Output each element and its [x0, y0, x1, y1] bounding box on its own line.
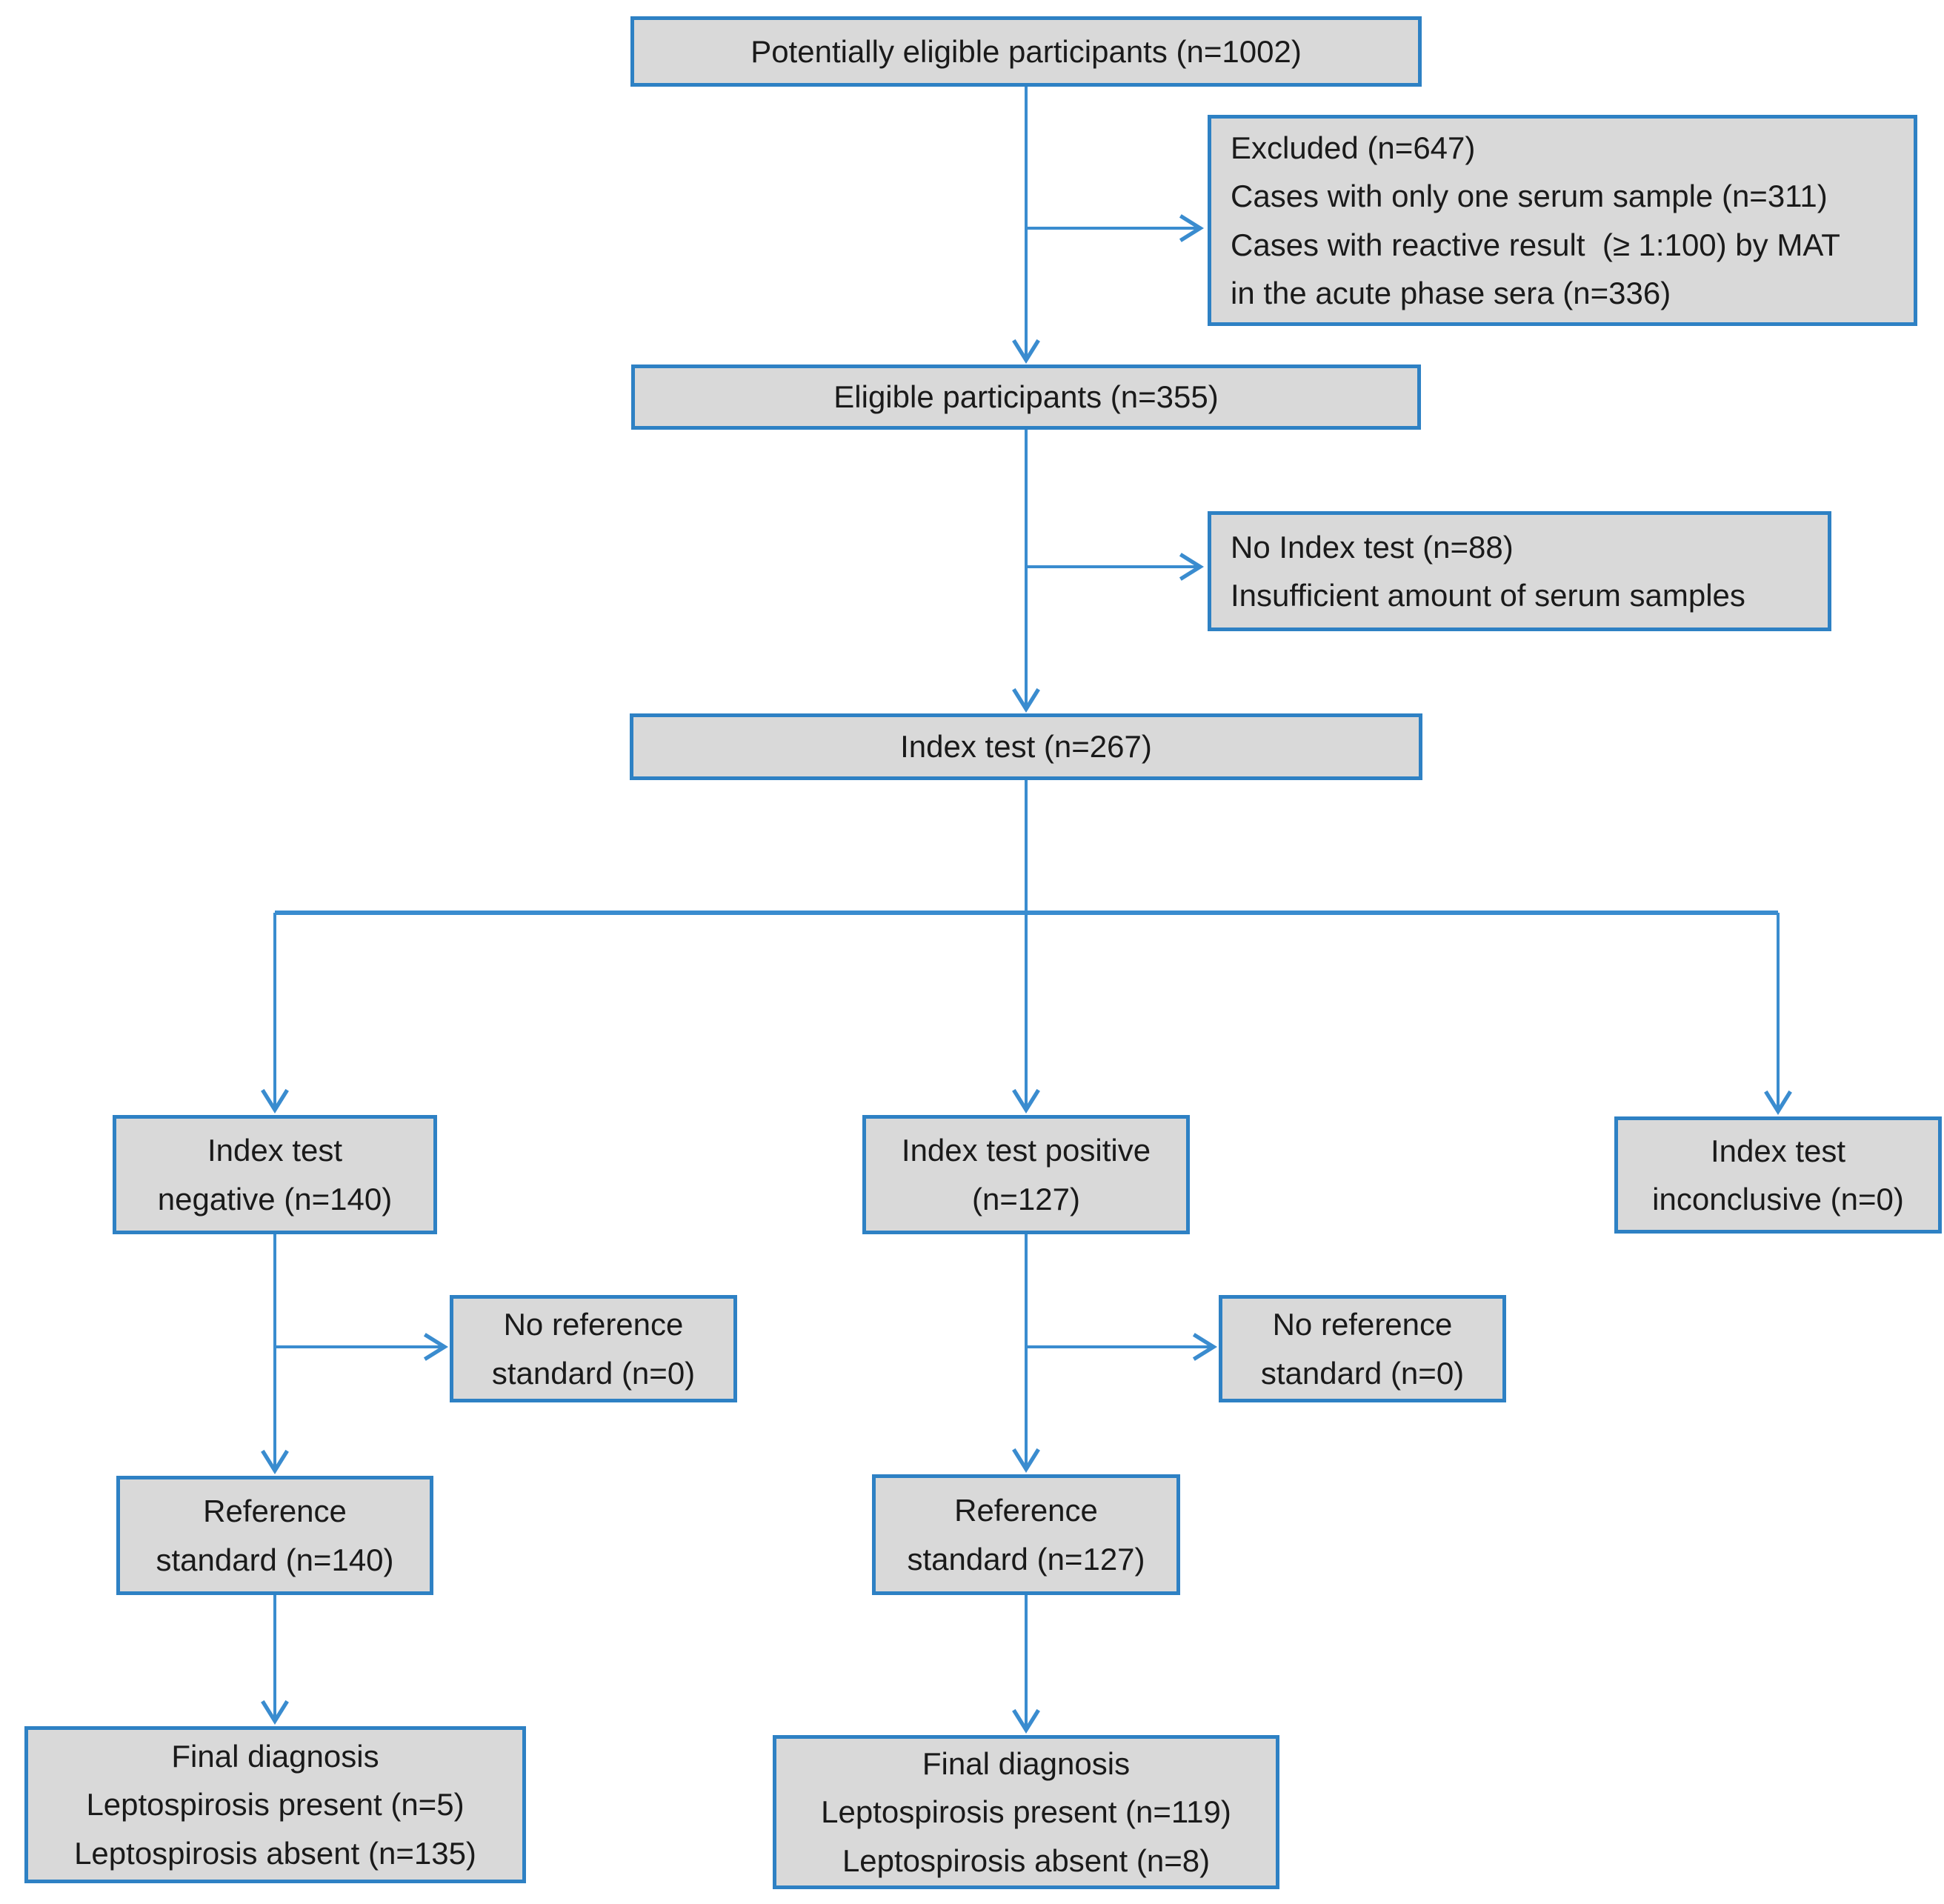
- box-index-test-inconclusive: Index test inconclusive (n=0): [1614, 1116, 1942, 1234]
- box-label: No reference: [503, 1307, 684, 1342]
- box-label: in the acute phase sera (n=336): [1231, 275, 1671, 310]
- box-label: Eligible participants (n=355): [833, 379, 1219, 415]
- box-label: Leptospirosis present (n=119): [821, 1794, 1231, 1830]
- box-no-reference-standard-positive: No reference standard (n=0): [1219, 1295, 1506, 1402]
- box-final-diagnosis-negative: Final diagnosis Leptospirosis present (n…: [24, 1726, 526, 1883]
- box-label: Reference: [203, 1494, 347, 1529]
- box-final-diagnosis-positive: Final diagnosis Leptospirosis present (n…: [773, 1735, 1279, 1889]
- box-label: Reference: [954, 1493, 1098, 1528]
- box-index-test: Index test (n=267): [630, 713, 1422, 780]
- box-index-test-positive: Index test positive (n=127): [862, 1115, 1190, 1234]
- box-label: Index test: [207, 1133, 343, 1168]
- box-excluded: Excluded (n=647) Cases with only one ser…: [1208, 115, 1917, 326]
- box-label: Leptospirosis absent (n=8): [842, 1843, 1211, 1878]
- box-label: standard (n=0): [1260, 1355, 1465, 1391]
- box-label: No reference: [1272, 1307, 1453, 1342]
- box-reference-standard-positive: Reference standard (n=127): [872, 1474, 1180, 1595]
- box-label: standard (n=127): [907, 1541, 1145, 1577]
- box-label: Cases with only one serum sample (n=311): [1231, 179, 1828, 214]
- box-label: Final diagnosis: [922, 1746, 1131, 1782]
- box-reference-standard-negative: Reference standard (n=140): [116, 1476, 433, 1595]
- box-label: Potentially eligible participants (n=100…: [750, 33, 1302, 69]
- box-no-index-test: No Index test (n=88) Insufficient amount…: [1208, 511, 1831, 631]
- box-label: Leptospirosis absent (n=135): [74, 1835, 476, 1871]
- box-label: Cases with reactive result (≥ 1:100) by …: [1231, 227, 1840, 262]
- box-label: standard (n=0): [491, 1355, 696, 1391]
- box-label: Leptospirosis present (n=5): [86, 1787, 465, 1823]
- box-index-test-negative: Index test negative (n=140): [113, 1115, 437, 1234]
- box-label: Index test positive: [901, 1133, 1151, 1168]
- box-label: Final diagnosis: [171, 1739, 379, 1774]
- box-eligible-participants: Eligible participants (n=355): [631, 365, 1421, 430]
- box-label: No Index test (n=88): [1231, 529, 1514, 565]
- box-label: Insufficient amount of serum samples: [1231, 578, 1745, 613]
- box-no-reference-standard-negative: No reference standard (n=0): [450, 1295, 737, 1402]
- box-label: Index test: [1710, 1133, 1846, 1168]
- box-label: Index test (n=267): [900, 729, 1152, 765]
- box-potentially-eligible-participants: Potentially eligible participants (n=100…: [630, 16, 1422, 87]
- box-label: standard (n=140): [156, 1542, 394, 1577]
- box-label: negative (n=140): [157, 1181, 393, 1216]
- box-label: (n=127): [972, 1181, 1080, 1216]
- box-label: Excluded (n=647): [1231, 130, 1476, 166]
- box-label: inconclusive (n=0): [1652, 1182, 1904, 1216]
